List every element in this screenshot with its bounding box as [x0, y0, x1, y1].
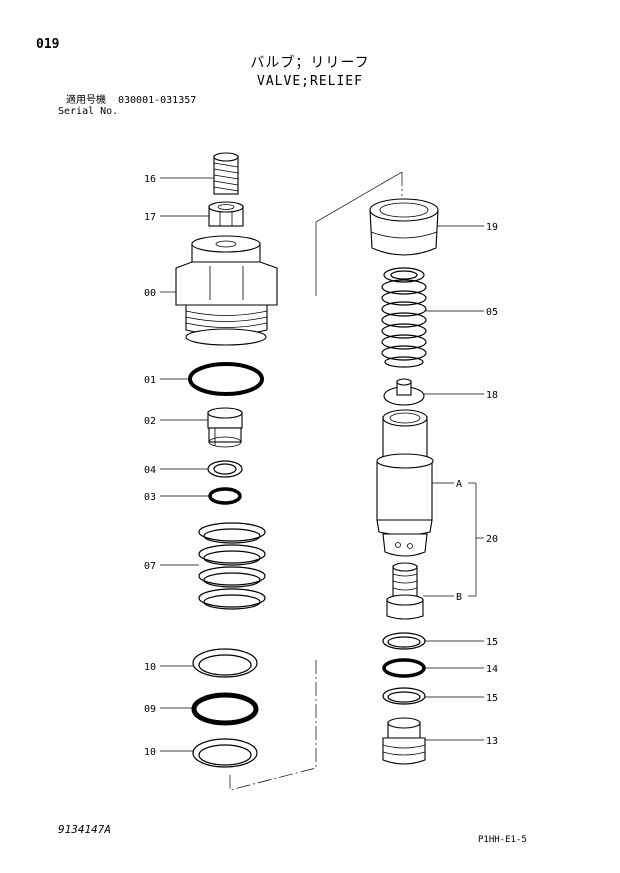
part-14-o-ring[interactable]	[382, 658, 426, 678]
callout-17: 17	[144, 212, 156, 223]
callout-07: 07	[144, 561, 156, 572]
page-reference: P1HH-E1-5	[478, 835, 527, 845]
title-japanese: バルブ；リリーフ	[250, 55, 370, 71]
part-03-o-ring[interactable]	[208, 487, 242, 505]
part-02-poppet[interactable]	[207, 407, 243, 448]
callout-00: 00	[144, 288, 156, 299]
callout-14: 14	[486, 664, 498, 675]
title-english: VALVE;RELIEF	[257, 74, 363, 89]
callout-20: 20	[486, 534, 498, 545]
part-07-spring[interactable]	[198, 522, 266, 610]
part-17-nut[interactable]	[208, 201, 244, 227]
callout-02: 02	[144, 416, 156, 427]
part-20-spool-b[interactable]	[386, 562, 424, 620]
callout-a: A	[456, 479, 462, 490]
callout-10-lower: 10	[144, 747, 156, 758]
page-number: 019	[36, 37, 60, 52]
callout-13: 13	[486, 736, 498, 747]
callout-18: 18	[486, 390, 498, 401]
callout-01: 01	[144, 375, 156, 386]
callout-19: 19	[486, 222, 498, 233]
part-15-backup-ring-upper[interactable]	[382, 632, 426, 650]
callout-10-upper: 10	[144, 662, 156, 673]
assembly-connector-line	[229, 171, 403, 791]
serial-label-japanese: 適用号機	[66, 95, 106, 106]
callout-09: 09	[144, 704, 156, 715]
part-20-sleeve-assembly-a[interactable]	[376, 409, 434, 557]
part-10-backup-ring-lower[interactable]	[192, 738, 258, 768]
callout-15-lower: 15	[486, 693, 498, 704]
part-01-o-ring[interactable]	[188, 362, 264, 396]
part-13-seat[interactable]	[382, 717, 426, 765]
callout-16: 16	[144, 174, 156, 185]
callout-04: 04	[144, 465, 156, 476]
leader-lines-left	[160, 177, 214, 752]
drawing-number: 9134147A	[58, 823, 111, 836]
part-19-cap[interactable]	[369, 198, 439, 256]
serial-label-english: Serial No.	[58, 106, 119, 117]
part-10-backup-ring-upper[interactable]	[192, 648, 258, 678]
part-15-backup-ring-lower[interactable]	[382, 687, 426, 705]
part-04-backup-ring[interactable]	[207, 460, 243, 478]
serial-range: 030001-031357	[118, 95, 197, 106]
part-18-spring-seat[interactable]	[383, 378, 425, 406]
leader-lines-right	[423, 225, 484, 741]
callout-b: B	[456, 592, 462, 603]
part-09-o-ring[interactable]	[191, 692, 259, 726]
part-16-set-screw[interactable]	[213, 152, 239, 195]
part-05-spring[interactable]	[381, 267, 427, 368]
callout-15-upper: 15	[486, 637, 498, 648]
callout-05: 05	[486, 307, 498, 318]
callout-03: 03	[144, 492, 156, 503]
part-00-plug-body[interactable]	[175, 235, 278, 346]
